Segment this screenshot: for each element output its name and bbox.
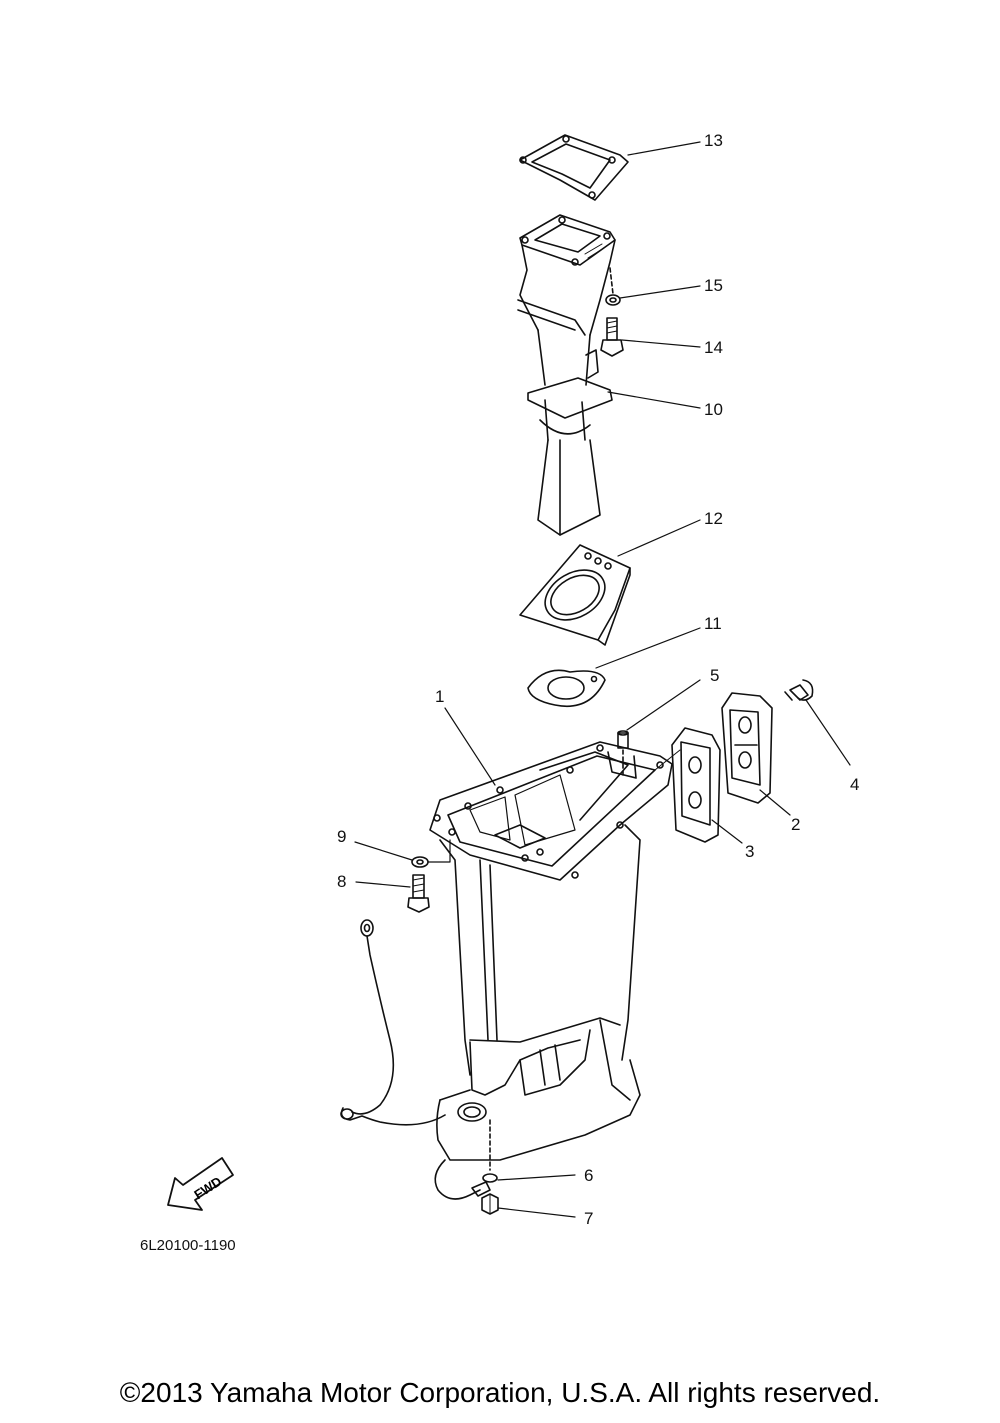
fwd-arrow-icon: FWD bbox=[167, 1157, 234, 1211]
part-10-exhaust-guide bbox=[517, 214, 616, 536]
part-3-seal bbox=[654, 727, 721, 843]
callout-10: 10 bbox=[704, 400, 723, 419]
part-9-washer bbox=[411, 856, 429, 868]
callout-12: 12 bbox=[704, 509, 723, 528]
part-4-screw bbox=[784, 679, 814, 701]
diagram-code: 6L20100-1190 bbox=[140, 1237, 236, 1254]
part-8-bolt bbox=[407, 839, 451, 913]
part-13-gasket bbox=[519, 134, 629, 201]
fwd-label: FWD bbox=[191, 1174, 224, 1203]
callout-14: 14 bbox=[704, 338, 723, 357]
part-7-nut bbox=[481, 1193, 499, 1215]
callout-6: 6 bbox=[584, 1166, 593, 1185]
part-14-bolt bbox=[600, 317, 624, 357]
callout-labels: 13 15 14 10 12 11 5 1 4 2 3 9 8 6 7 6L20… bbox=[140, 131, 859, 1254]
callout-4: 4 bbox=[850, 775, 859, 794]
part-6-washer bbox=[482, 1173, 498, 1183]
part-2-cover bbox=[721, 692, 773, 804]
part-1-upper-casing bbox=[429, 741, 673, 1171]
callout-7: 7 bbox=[584, 1209, 593, 1228]
callout-9: 9 bbox=[337, 827, 346, 846]
callout-5: 5 bbox=[710, 666, 719, 685]
part-15-washer bbox=[605, 267, 621, 306]
part-12-seal-plate bbox=[519, 544, 631, 646]
callout-11: 11 bbox=[704, 614, 722, 633]
ground-wire bbox=[340, 919, 491, 1200]
part-11-gasket bbox=[527, 669, 606, 707]
callout-8: 8 bbox=[337, 872, 346, 891]
leader-lines bbox=[354, 141, 851, 1218]
part-5-dowel-pin bbox=[617, 730, 629, 776]
callout-1: 1 bbox=[435, 687, 444, 706]
callout-2: 2 bbox=[791, 815, 800, 834]
callout-3: 3 bbox=[745, 842, 754, 861]
copyright-notice: ©2013 Yamaha Motor Corporation, U.S.A. A… bbox=[119, 1377, 881, 1408]
callout-13: 13 bbox=[704, 131, 723, 150]
callout-15: 15 bbox=[704, 276, 723, 295]
